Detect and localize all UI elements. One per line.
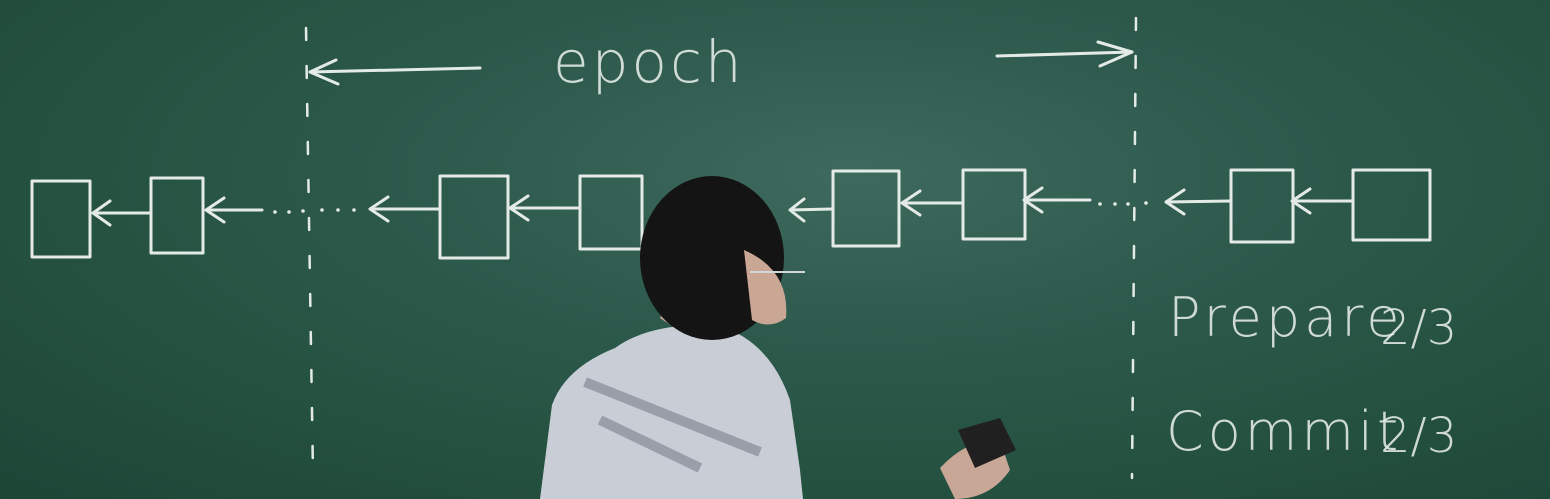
epoch-label: epoch bbox=[553, 28, 745, 96]
block bbox=[961, 168, 1027, 241]
commit-threshold: 2/3 bbox=[1380, 408, 1458, 464]
epoch-arrow-right bbox=[995, 40, 1134, 68]
prepare-label: Prepare bbox=[1168, 286, 1404, 349]
block bbox=[831, 169, 901, 248]
block bbox=[1229, 168, 1295, 244]
block bbox=[30, 179, 92, 259]
block bbox=[1351, 168, 1432, 242]
block bbox=[438, 174, 510, 260]
block bbox=[149, 176, 205, 255]
chain-arrows bbox=[91, 186, 1354, 227]
presenter bbox=[540, 176, 1016, 499]
chain-gap-dots bbox=[273, 201, 1148, 214]
epoch-boundary-right bbox=[1130, 16, 1138, 480]
prepare-threshold: 2/3 bbox=[1380, 300, 1458, 356]
block bbox=[578, 174, 644, 251]
commit-label: Commit bbox=[1166, 400, 1403, 463]
block-chain bbox=[30, 168, 1432, 260]
epoch-boundary-left bbox=[304, 26, 315, 477]
epoch-arrow-left bbox=[308, 58, 482, 86]
